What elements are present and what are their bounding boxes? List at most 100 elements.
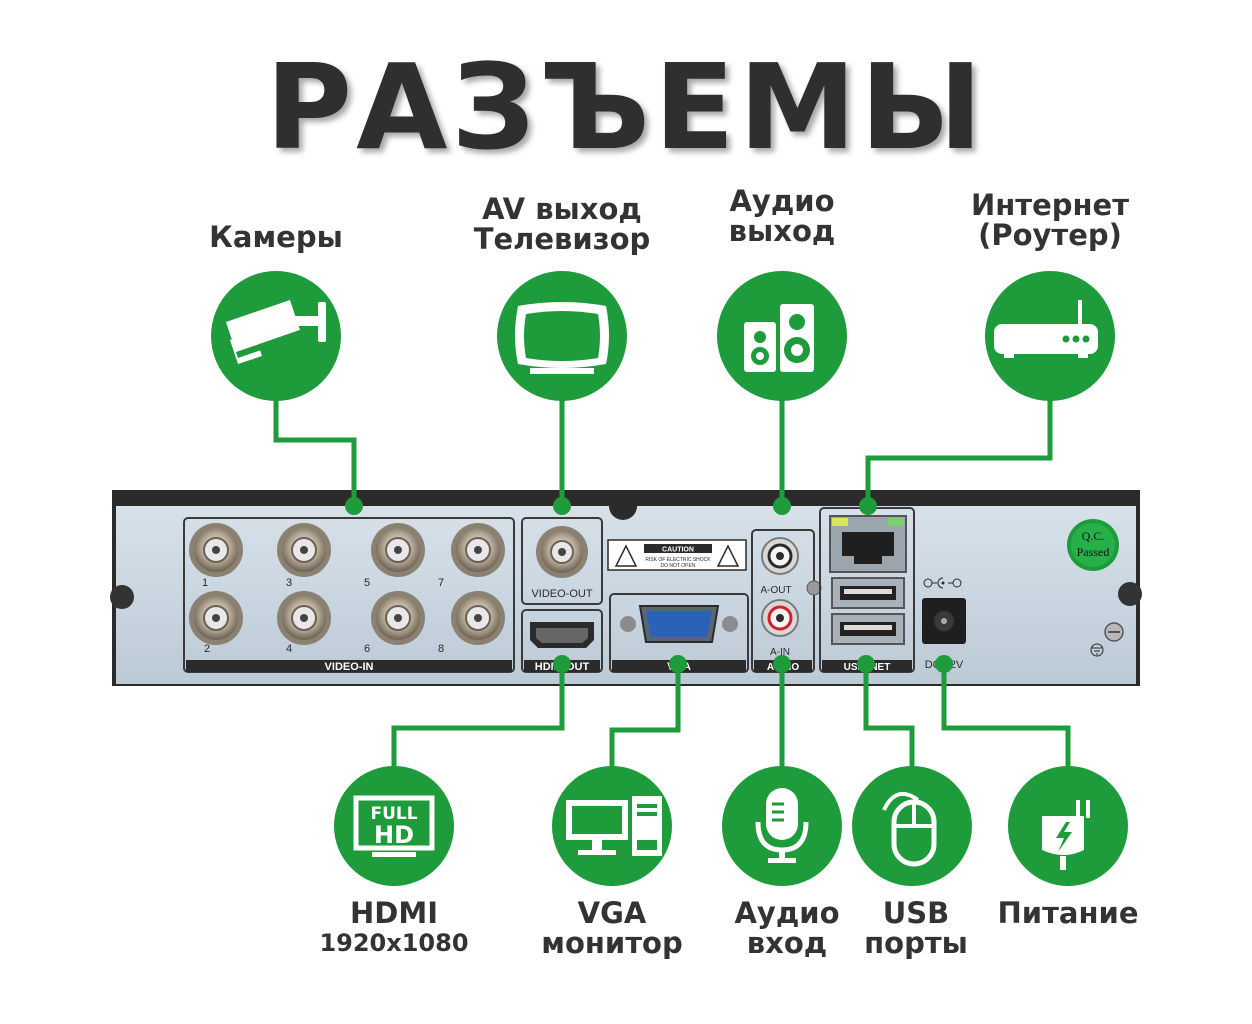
- leader-internet: [865, 398, 1053, 506]
- usb-port-2[interactable]: [831, 613, 905, 645]
- channel-number: 2: [204, 643, 210, 655]
- leader-power: [941, 664, 1071, 768]
- channel-number: 7: [438, 577, 444, 589]
- leader-usb: [863, 664, 915, 768]
- dc-polarity-symbol: [923, 577, 962, 589]
- label-line2: вход: [746, 926, 828, 960]
- hd-text: HD: [374, 821, 414, 849]
- callout-vga: [552, 766, 672, 886]
- qc-passed-sticker: Q.C. Passed: [1067, 519, 1119, 571]
- bnc-input-7[interactable]: [451, 523, 505, 577]
- leader-lines: [273, 398, 1071, 768]
- leader-hdmi: [391, 664, 565, 768]
- video-in-label-bar: [186, 660, 512, 672]
- caution-title-bar: [644, 544, 712, 553]
- dot-usb: [857, 655, 875, 673]
- hdmi-port[interactable]: [530, 622, 594, 648]
- full-hd-icon: FULL HD: [353, 795, 435, 857]
- label-internet: Интернет (Роутер): [940, 190, 1160, 250]
- label-line1: AV выход: [482, 192, 642, 226]
- caution-triangle-right: [716, 544, 740, 567]
- power-adapter-icon: [1042, 800, 1090, 870]
- label-av-out: AV выход Телевизор: [442, 194, 682, 254]
- callout-av-out: [497, 271, 627, 401]
- channel-number: 1: [202, 577, 208, 589]
- channel-number: 4: [286, 643, 292, 655]
- channel-number: 3: [286, 577, 292, 589]
- video-in-label: VIDEO-IN: [325, 661, 374, 673]
- label-line1: Аудио: [734, 896, 840, 930]
- audio-out-rca[interactable]: [761, 537, 799, 575]
- dot-vga: [669, 655, 687, 673]
- video-out-bnc[interactable]: [536, 526, 588, 578]
- bnc-input-4[interactable]: [277, 591, 331, 645]
- qc-line2: Passed: [1077, 545, 1110, 559]
- caution-line1: RISK OF ELECTRIC SHOCK: [645, 557, 711, 563]
- leader-cameras: [273, 398, 357, 506]
- label-line2: 1920x1080: [319, 929, 469, 957]
- side-screw-left: [110, 585, 134, 609]
- dot-audio-in: [773, 655, 791, 673]
- callout-cameras: [211, 271, 341, 401]
- callout-hdmi: FULL HD: [334, 766, 454, 886]
- vga-port[interactable]: [620, 605, 738, 643]
- bnc-input-1[interactable]: [189, 523, 243, 577]
- label-usb: USB порты: [852, 898, 980, 958]
- dot-internet: [859, 497, 877, 515]
- label-cameras: Камеры: [176, 222, 376, 252]
- monitor-icon: [566, 796, 662, 856]
- label-line2: (Роутер): [978, 218, 1122, 252]
- caution-title: CAUTION: [662, 547, 694, 554]
- top-screw: [609, 492, 637, 520]
- label-vga: VGA монитор: [522, 898, 702, 958]
- ground-terminal: [1090, 622, 1124, 657]
- bnc-input-3[interactable]: [277, 523, 331, 577]
- side-screw-right: [1118, 582, 1142, 606]
- audio-in-rca[interactable]: [761, 599, 799, 637]
- dot-av-out: [553, 497, 571, 515]
- page-title: РАЗЪЕМЫ: [265, 38, 987, 176]
- microphone-icon: [755, 788, 809, 863]
- usb-port-1[interactable]: [831, 577, 905, 609]
- leader-dots: [345, 497, 953, 673]
- bnc-input-8[interactable]: [451, 591, 505, 645]
- dot-hdmi: [553, 655, 571, 673]
- bnc-input-2[interactable]: [189, 591, 243, 645]
- channel-number: 6: [364, 643, 370, 655]
- mouse-icon: [882, 791, 937, 867]
- dot-cameras: [345, 497, 363, 515]
- a-in-label: A-IN: [770, 647, 790, 658]
- label-line1: USB: [882, 896, 950, 930]
- channel-number: 8: [438, 643, 444, 655]
- a-out-label: A-OUT: [760, 585, 791, 596]
- bnc-input-5[interactable]: [371, 523, 425, 577]
- label-audio-in: Аудио вход: [712, 898, 862, 958]
- label-line1: Аудио: [729, 184, 835, 218]
- qc-line1: Q.C.: [1082, 529, 1105, 543]
- camera-icon: [226, 300, 326, 364]
- label-line1: HDMI: [350, 896, 438, 930]
- leader-vga: [609, 664, 681, 768]
- dot-power: [935, 655, 953, 673]
- tv-icon: [515, 302, 609, 374]
- label-line1: Интернет: [970, 188, 1130, 222]
- ethernet-port[interactable]: [829, 515, 907, 573]
- bnc-input-6[interactable]: [371, 591, 425, 645]
- label-hdmi: HDMI 1920x1080: [304, 898, 484, 958]
- callout-power: [1008, 766, 1128, 886]
- callout-audio-out: [717, 271, 847, 401]
- video-out-label: VIDEO-OUT: [531, 588, 592, 600]
- dc-power-jack[interactable]: [922, 598, 966, 644]
- caution-triangle-left: [614, 544, 638, 567]
- speakers-icon: [744, 304, 814, 372]
- label-audio-out: Аудио выход: [682, 186, 882, 246]
- label-line2: порты: [864, 926, 968, 960]
- full-text: FULL: [370, 804, 417, 824]
- callout-usb: [852, 766, 972, 886]
- label-line1: Камеры: [209, 220, 343, 254]
- caution-line2: DO NOT OPEN: [661, 563, 696, 569]
- dot-audio-out: [773, 497, 791, 515]
